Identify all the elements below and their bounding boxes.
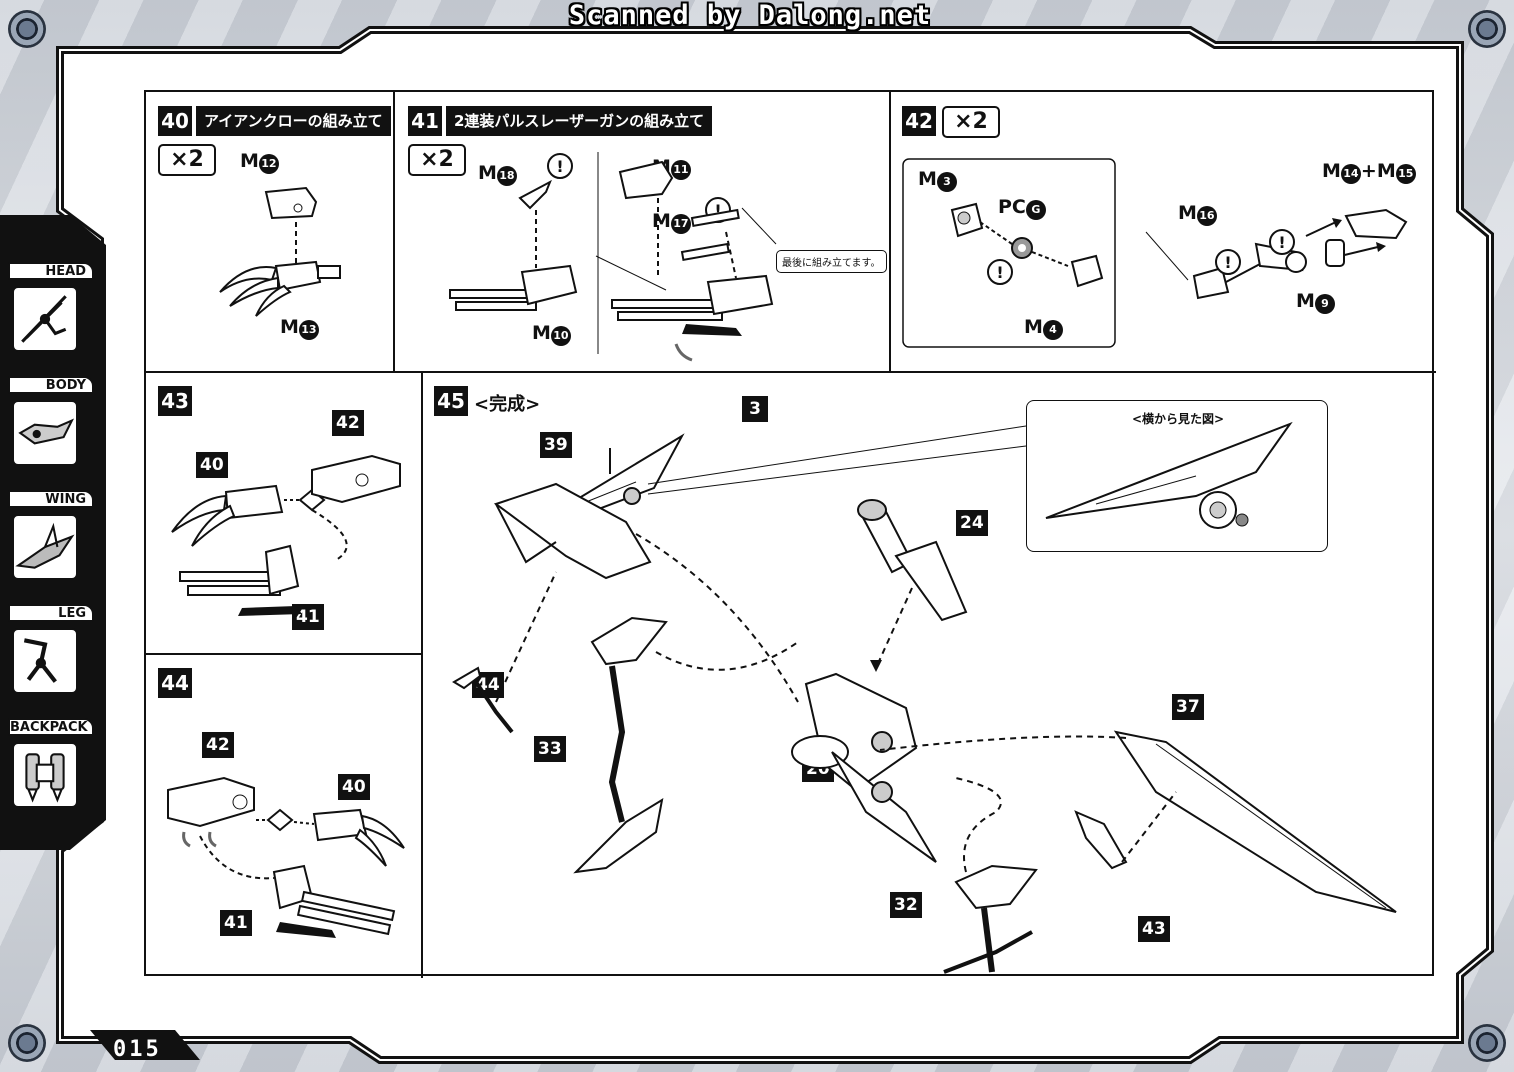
corner-ornament-br — [1468, 1024, 1506, 1062]
claw-gun-mount-illustration — [166, 442, 406, 616]
iron-claw-illustration — [216, 182, 386, 332]
panel-grid — [146, 92, 1436, 978]
head-part-icon — [12, 286, 78, 352]
svg-text:!: ! — [714, 201, 721, 220]
svg-text:!: ! — [1278, 233, 1285, 252]
svg-text:!: ! — [556, 157, 563, 176]
claw-gun-mount-mirrored-illustration — [164, 762, 404, 938]
sidebar-item-label: BODY — [8, 376, 94, 394]
step-42-number: 42 — [902, 106, 936, 136]
corner-ornament-tr — [1468, 10, 1506, 48]
page-number: 015 — [113, 1037, 162, 1062]
step-42-subassembly-box — [902, 158, 1116, 348]
sidebar-item-label: HEAD — [8, 262, 94, 280]
step-40-title: アイアンクローの組み立て — [196, 106, 391, 136]
pulse-laser-gun-illustration: ! ! — [436, 148, 886, 368]
step-45-title: <完成> — [474, 394, 541, 415]
step-ref: 32 — [890, 892, 922, 918]
step-43-number: 43 — [158, 386, 192, 416]
step-ref: 42 — [332, 410, 364, 436]
step-ref: 41 — [220, 910, 252, 936]
step-41-number: 41 — [408, 106, 442, 136]
corner-ornament-tl — [8, 10, 46, 48]
step-45-number: 45 — [434, 386, 468, 416]
step-ref: 43 — [1138, 916, 1170, 942]
step-44-number: 44 — [158, 668, 192, 698]
leg-part-icon — [12, 628, 78, 694]
joint-assembly-illustration: ! ! ! — [936, 192, 1416, 342]
backpack-part-icon — [12, 742, 78, 808]
sidebar-item-backpack[interactable]: BACKPACK — [8, 718, 96, 826]
scan-credit: Scanned by Dalong.net — [568, 0, 932, 31]
sidebar-item-label: LEG — [8, 604, 94, 622]
body-part-icon — [12, 400, 78, 466]
assemble-last-note: 最後に組み立てます。 — [776, 250, 887, 273]
svg-text:!: ! — [1224, 253, 1231, 272]
step-41-title: 2連装パルスレーザーガンの組み立て — [446, 106, 713, 136]
sidebar-item-body[interactable]: BODY — [8, 376, 96, 484]
svg-text:!: ! — [996, 263, 1003, 282]
wing-part-icon — [12, 514, 78, 580]
side-view-title: <横から見た図> — [1132, 412, 1225, 426]
step-ref: 42 — [202, 732, 234, 758]
sidebar-item-leg[interactable]: LEG — [8, 604, 96, 712]
step-42-multiplier: ×2 — [942, 106, 1000, 138]
step-ref: 40 — [338, 774, 370, 800]
sidebar-item-label: BACKPACK — [8, 718, 94, 736]
step-ref: 37 — [1172, 694, 1204, 720]
step-40-multiplier: ×2 — [158, 144, 216, 176]
step-ref: 3 — [742, 396, 768, 422]
step-ref: 40 — [196, 452, 228, 478]
completed-model-exploded-view — [436, 392, 1426, 972]
step-41-multiplier: ×2 — [408, 144, 466, 176]
corner-ornament-bl — [8, 1024, 46, 1062]
step-ref: 33 — [534, 736, 566, 762]
step-ref: 39 — [540, 432, 572, 458]
sidebar-item-wing[interactable]: WING — [8, 490, 96, 598]
sidebar-item-head[interactable]: HEAD — [8, 262, 96, 370]
step-ref: 24 — [956, 510, 988, 536]
sidebar-item-label: WING — [8, 490, 94, 508]
step-40-number: 40 — [158, 106, 192, 136]
part-navigation-sidebar: HEAD BODY WING LEG BACKPACK — [0, 210, 106, 850]
